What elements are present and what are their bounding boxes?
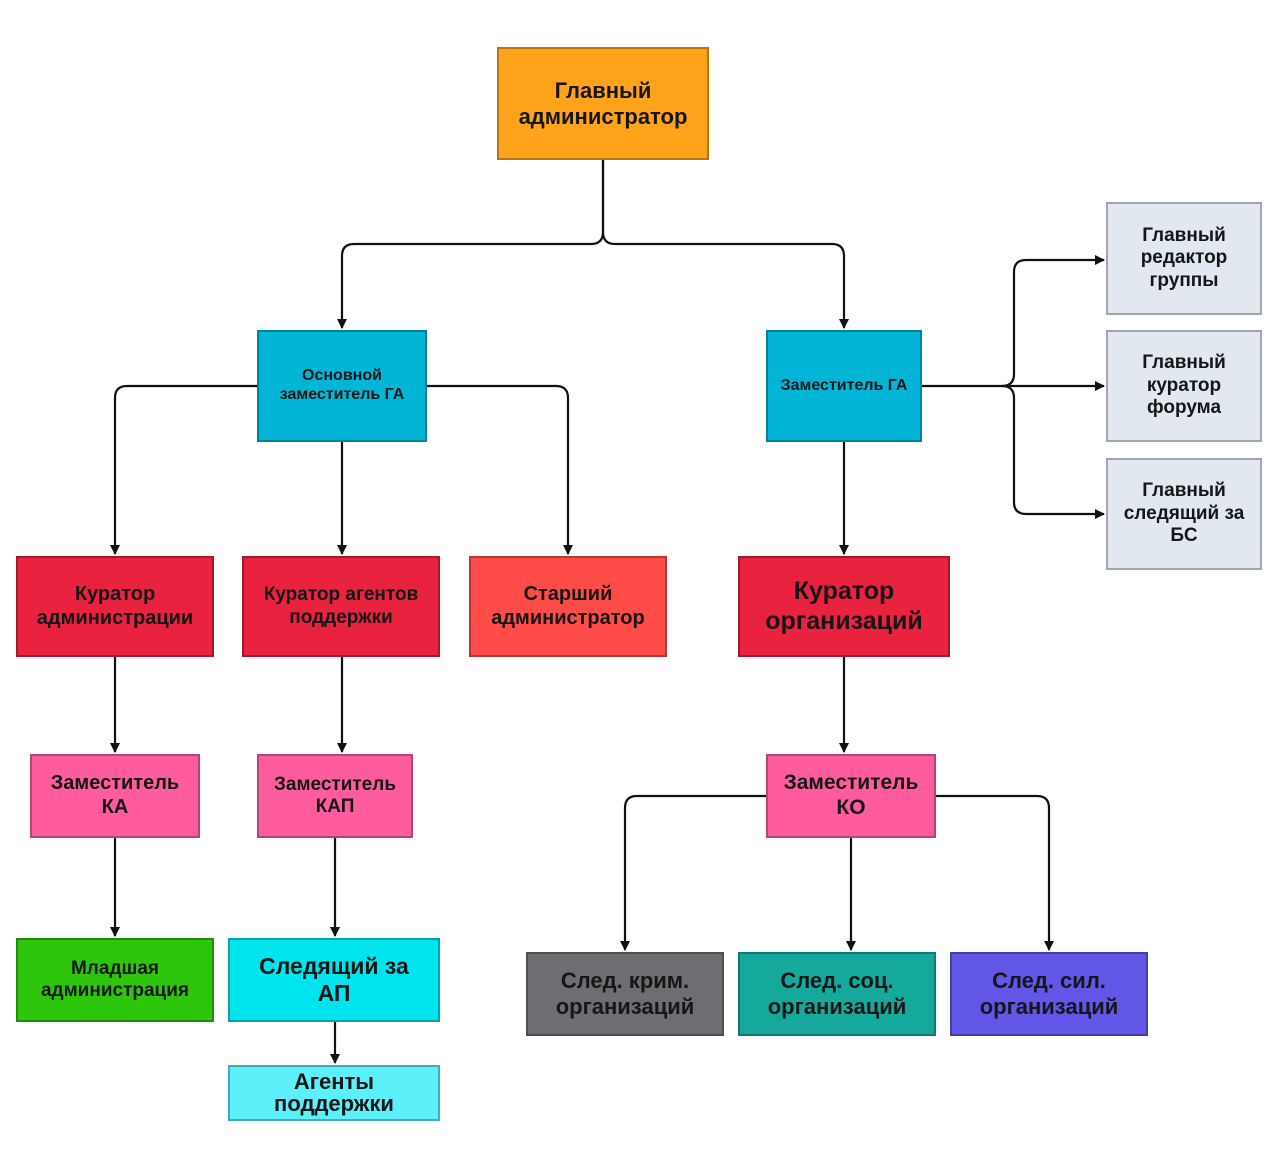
edge-deputy-ko-crim bbox=[620, 794, 767, 951]
node-sil-org: След. сил. организаций bbox=[950, 952, 1148, 1036]
edge-deputy-ga-chief-tracker bbox=[1001, 384, 1105, 519]
node-chief-forum: Главный куратор форума bbox=[1106, 330, 1262, 442]
node-deputy-ka: Заместитель КА bbox=[30, 754, 200, 838]
node-main-deputy: Основной заместитель ГА bbox=[257, 330, 427, 442]
node-tracker-ap: Следящий за АП bbox=[228, 938, 440, 1022]
node-crim-org: След. крим. организаций bbox=[526, 952, 724, 1036]
node-chief-editor: Главный редактор группы bbox=[1106, 202, 1262, 315]
node-curator-agents: Куратор агентов поддержки bbox=[242, 556, 440, 657]
edge-deputy-ko-sil bbox=[935, 794, 1054, 951]
edge-main-deputy-curator-admin bbox=[110, 384, 258, 555]
node-root: Главный администратор bbox=[497, 47, 709, 160]
edge-deputy-ga-chief-editor bbox=[1001, 255, 1105, 388]
node-junior-admin: Младшая администрация bbox=[16, 938, 214, 1022]
node-chief-tracker: Главный следящий за БС bbox=[1106, 458, 1262, 570]
edge-root-deputy-ga bbox=[601, 160, 849, 329]
node-curator-admin: Куратор администрации bbox=[16, 556, 214, 657]
node-support-agents: Агенты поддержки bbox=[228, 1065, 440, 1121]
edge-root-main-deputy bbox=[337, 160, 605, 329]
edge-main-deputy-senior-admin bbox=[425, 384, 573, 555]
node-curator-org: Куратор организаций bbox=[738, 556, 950, 657]
node-senior-admin: Старший администратор bbox=[469, 556, 667, 657]
node-deputy-kap: Заместитель КАП bbox=[257, 754, 413, 838]
node-deputy-ga: Заместитель ГА bbox=[766, 330, 922, 442]
node-deputy-ko: Заместитель КО bbox=[766, 754, 936, 838]
node-soc-org: След. соц. организаций bbox=[738, 952, 936, 1036]
